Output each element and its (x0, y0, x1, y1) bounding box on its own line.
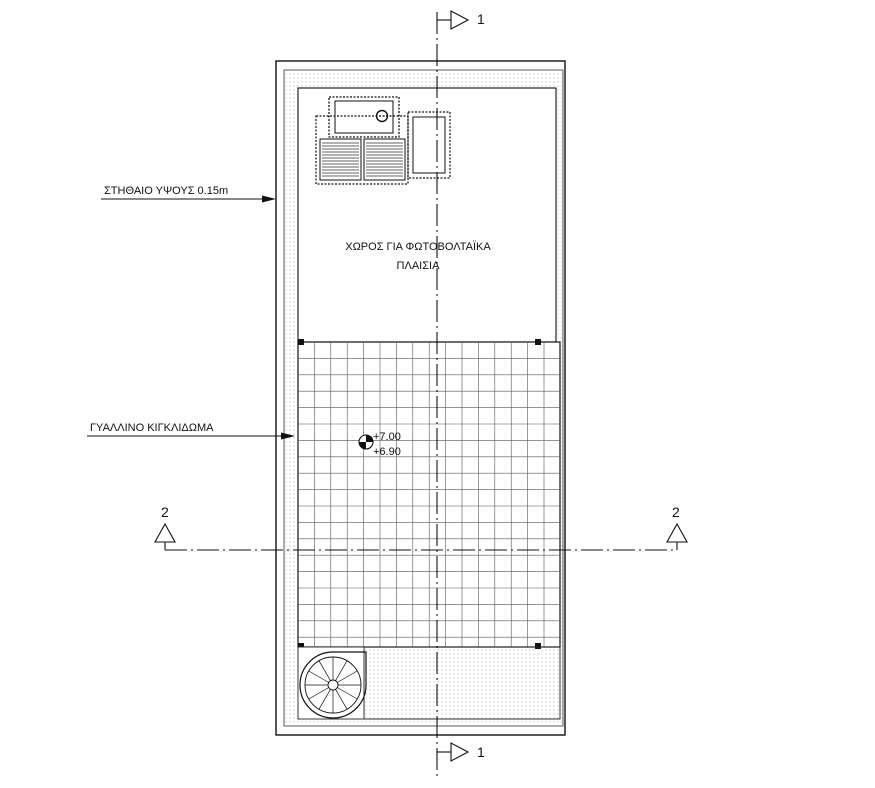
column-markers (298, 339, 541, 649)
section-marker-1-top: 1 (437, 10, 485, 30)
lower-strip (363, 646, 561, 720)
stair-bay (297, 646, 365, 720)
glass-railing-leader: ΓΥΑΛΛΙΝΟ ΚΙΓΚΛΙΔΩΜΑ (87, 422, 295, 440)
svg-text:1: 1 (477, 11, 485, 27)
solar-water-heater-icon (315, 96, 451, 185)
level-top: +7.00 (373, 431, 401, 443)
spiral-staircase-icon (299, 651, 367, 719)
collector-hatch (322, 142, 403, 177)
section-marker-2-left: 2 (154, 504, 176, 550)
tile-grid (298, 342, 560, 647)
pv-area-label-line2: ΠΛΑΙΣΙΑ (397, 260, 441, 272)
glass-railing-label: ΓΥΑΛΛΙΝΟ ΚΙΓΚΛΙΔΩΜΑ (90, 422, 214, 434)
svg-text:2: 2 (161, 504, 169, 520)
parapet-leader: ΣΤΗΘΑΙΟ ΥΨΟΥΣ 0.15m (101, 185, 276, 203)
svg-text:2: 2 (672, 504, 680, 520)
pv-area-label-line1: ΧΩΡΟΣ ΓΙΑ ΦΩΤΟΒΟΛΤΑΪΚΑ (345, 241, 491, 253)
level-bottom: +6.90 (373, 446, 401, 458)
parapet-label: ΣΤΗΘΑΙΟ ΥΨΟΥΣ 0.15m (104, 185, 228, 197)
section-marker-2-right: 2 (666, 504, 688, 550)
building-outline (275, 60, 566, 736)
parapet-inner-line (283, 69, 564, 727)
level-marker-icon (358, 434, 374, 450)
pv-area (297, 87, 557, 343)
section-marker-1-bottom: 1 (437, 742, 485, 762)
svg-text:1: 1 (477, 744, 485, 760)
